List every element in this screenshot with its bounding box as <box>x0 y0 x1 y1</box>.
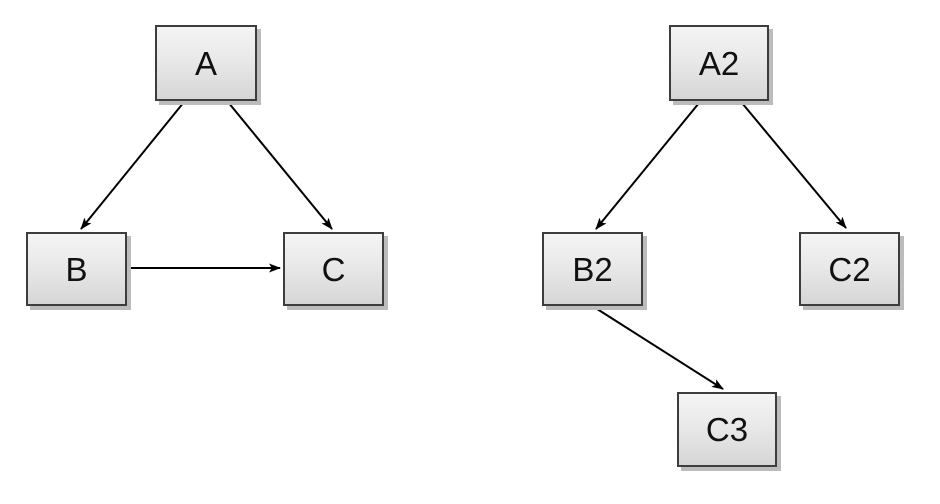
node-A: A <box>155 25 257 101</box>
node-B: B <box>26 232 127 306</box>
node-C2: C2 <box>799 232 900 306</box>
edge-A2-C2 <box>741 102 847 229</box>
node-C3: C3 <box>677 392 777 467</box>
node-A-label: A <box>194 44 217 82</box>
node-B-label: B <box>65 250 88 288</box>
node-C3-label: C3 <box>705 411 749 448</box>
node-C: C <box>283 232 384 306</box>
node-A2-label: A2 <box>698 44 740 82</box>
edge-B2-C3 <box>593 306 724 390</box>
edge-A2-B2 <box>595 102 700 230</box>
node-B2-label: B2 <box>572 250 613 288</box>
edge-A-B <box>80 101 185 230</box>
node-C-label: C <box>321 250 346 288</box>
edge-A-C <box>227 101 333 230</box>
node-C2-label: C2 <box>828 250 871 288</box>
node-B2: B2 <box>542 232 643 306</box>
node-A2: A2 <box>669 25 769 101</box>
